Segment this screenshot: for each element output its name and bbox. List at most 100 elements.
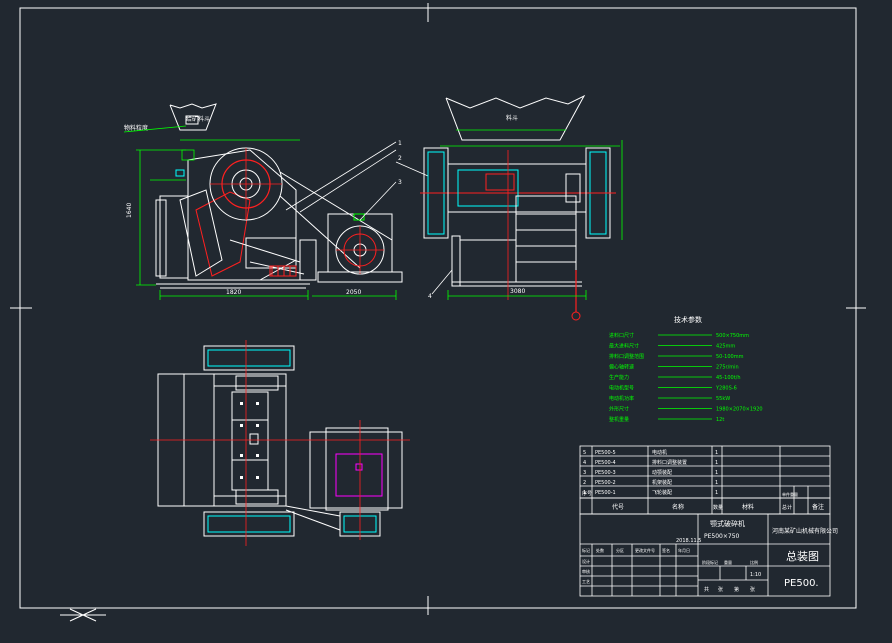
tb-revision-label: 年月日 [678,547,690,553]
drawing-scale: 1:10 [750,572,761,578]
parts-row-qty: 1 [715,470,718,476]
tb-stage-label: 阶段标记 [702,559,718,565]
tech-param-label: 外形尺寸 [609,406,629,413]
tech-param-label: 电动机功率 [609,395,634,402]
parts-row-no: 4 [583,460,586,466]
ucs-icon [60,608,106,622]
tech-params-title: 技术参数 [674,315,702,324]
side-hopper [169,103,217,131]
parts-row-no: 1 [583,490,586,496]
parts-row-code: PE500-1 [595,490,616,496]
tech-param-label: 生产能力 [609,374,629,381]
tb-revision-label: 签名 [662,547,670,553]
side-height-dim: 1640 [126,203,133,218]
tb-sign-label: 审核 [582,568,590,574]
tech-param-value: 45-100t/h [716,375,741,381]
callout-3: 3 [398,179,402,186]
parts-row-name: 动颚装配 [652,469,672,476]
parts-header-weight: 单件重量 [782,491,798,497]
front-hopper [445,94,586,141]
parts-row-code: PE500-2 [595,480,616,486]
tb-revision-label: 标记 [582,547,590,553]
tb-sign-label: 设计 [582,558,590,564]
machine-model: PE500×750 [704,533,740,540]
callout-2: 2 [398,155,402,162]
tech-param-label: 最大进料尺寸 [609,343,639,350]
tb-sign-label: 工艺 [582,579,590,584]
parts-row-no: 5 [583,450,586,456]
parts-row-no: 3 [583,470,586,476]
tb-stage-label: 比例 [750,559,758,565]
drawing-title: 总装图 [786,549,819,563]
callout-4: 4 [428,293,432,300]
parts-row-name: 排料口调整装置 [652,459,687,466]
tech-param-value: 500×750mm [716,333,749,339]
tech-param-value: 275r/min [716,365,739,371]
parts-header-no: 序号 [582,490,592,497]
parts-row-qty: 1 [715,480,718,486]
side-view: 给矿料斗 物料粒度 [123,103,403,300]
side-flywheel [209,147,283,221]
side-hopper-label: 给矿料斗 [186,115,210,123]
tech-params: 技术参数 进料口尺寸 500×750mm 最大进料尺寸 425mm 排料口调整范围 50-… [609,315,763,423]
front-view: 料斗 [420,94,623,321]
drawing-date: 2018.11.5 [676,538,701,544]
side-motor-dim: 2050 [346,289,361,296]
callout-1: 1 [398,140,402,147]
plan-motor [285,427,403,531]
tech-param-value: 12t [716,417,724,423]
tech-param-value: 50-100mm [716,354,744,360]
callout-leaders [285,141,453,295]
tb-sheet-label: 第 [734,586,739,593]
tech-param-label: 进料口尺寸 [609,332,634,339]
tb-revision-label: 处数 [596,547,604,553]
tech-param-label: 电动机型号 [609,385,634,392]
machine-name: 颚式破碎机 [710,519,745,528]
side-width-dim: 1820 [226,289,241,296]
parts-header-qty: 数量 [713,504,723,511]
tb-sheet-label: 共 [704,586,709,593]
side-motor [279,171,403,283]
drawing-number: PE500. [784,578,819,589]
parts-row-qty: 1 [715,450,718,456]
front-dimensions [447,140,623,300]
parts-row-code: PE500-3 [595,470,616,476]
plan-bolts [240,402,259,479]
parts-row-name: 机架装配 [652,479,672,486]
parts-row-code: PE500-5 [595,450,616,456]
tech-param-value: 1980×2070×1920 [716,407,763,413]
tech-param-label: 偏心轴转速 [609,364,634,371]
tech-param-value: 55kW [716,396,730,402]
front-body [447,163,587,287]
tech-param-label: 排料口调整范围 [609,353,644,360]
tb-sheet-label: 张 [718,586,723,593]
tb-revision-label: 分区 [616,547,624,553]
tb-revision-label: 更改文件号 [635,547,655,553]
front-width-dim: 3080 [510,288,525,295]
drawing-frame [10,3,866,615]
side-feed-note: 物料粒度 [124,124,148,132]
parts-header-material: 材料 [742,503,754,511]
plan-view [150,340,410,546]
tech-param-value: Y280S-6 [715,386,737,392]
plan-centerlines [150,340,410,546]
front-hopper-label: 料斗 [506,114,518,122]
parts-row-qty: 1 [715,490,718,496]
tb-sheet-label: 张 [750,586,755,593]
parts-header-total: 总计 [782,504,792,511]
tech-param-label: 整机重量 [609,416,629,423]
parts-header-code: 代号 [612,503,624,511]
parts-row-name: 飞轮装配 [652,489,672,496]
title-block [579,445,831,597]
parts-header-remark: 备注 [812,503,824,511]
parts-row-code: PE500-4 [595,460,616,466]
tech-param-value: 425mm [716,344,735,350]
side-dimensions [136,139,397,300]
parts-row-name: 电动机 [652,449,667,456]
tb-stage-label: 重量 [724,559,732,565]
company-name: 河南某矿山机械有限公司 [772,527,838,535]
parts-row-no: 2 [583,480,586,486]
parts-row-qty: 1 [715,460,718,466]
parts-header-name: 名称 [672,503,684,511]
